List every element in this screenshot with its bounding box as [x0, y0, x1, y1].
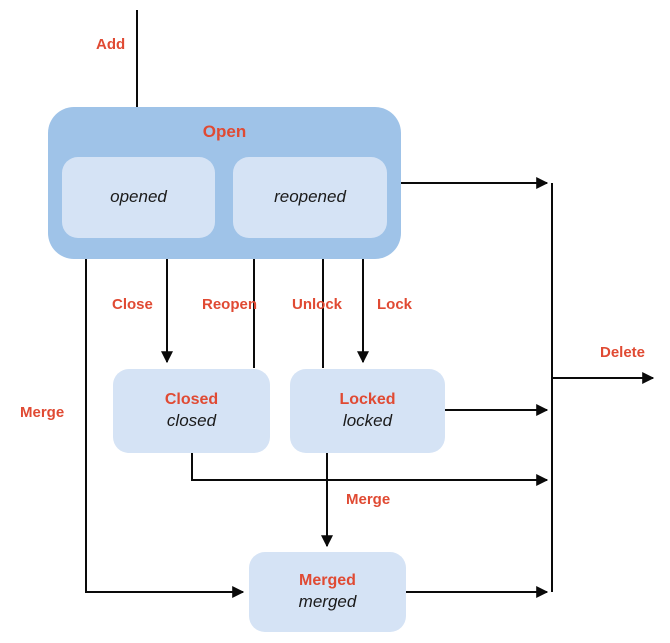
- transition-reopen-label: Reopen: [202, 296, 258, 313]
- transition-lock-label: Lock: [377, 296, 413, 313]
- transition-unlock-label: Unlock: [292, 296, 343, 313]
- transition-close-label: Close: [112, 296, 153, 313]
- state-reopened-label: reopened: [274, 187, 346, 207]
- transition-merge-left-label: Merge: [20, 404, 65, 421]
- transition-delete-label: Delete: [600, 344, 646, 361]
- state-locked: Locked locked: [290, 369, 445, 453]
- transition-merge-bottom-label: Merge: [346, 491, 391, 508]
- state-opened: opened: [62, 157, 215, 238]
- state-locked-label: locked: [342, 411, 393, 431]
- merge-left-arrow: [85, 259, 245, 598]
- closed-to-bus-arrow: [191, 453, 549, 486]
- state-closed-label: closed: [166, 411, 217, 431]
- state-reopened: reopened: [233, 157, 387, 238]
- state-locked-title: Locked: [339, 390, 396, 408]
- state-closed: Closed closed: [113, 369, 270, 453]
- state-merged-title: Merged: [299, 571, 356, 589]
- state-merged-label: merged: [298, 592, 357, 612]
- state-merged: Merged merged: [249, 552, 406, 632]
- state-opened-label: opened: [110, 187, 167, 207]
- state-closed-title: Closed: [164, 390, 219, 408]
- open-group-label: Open: [202, 122, 247, 141]
- transition-add-label: Add: [96, 36, 126, 53]
